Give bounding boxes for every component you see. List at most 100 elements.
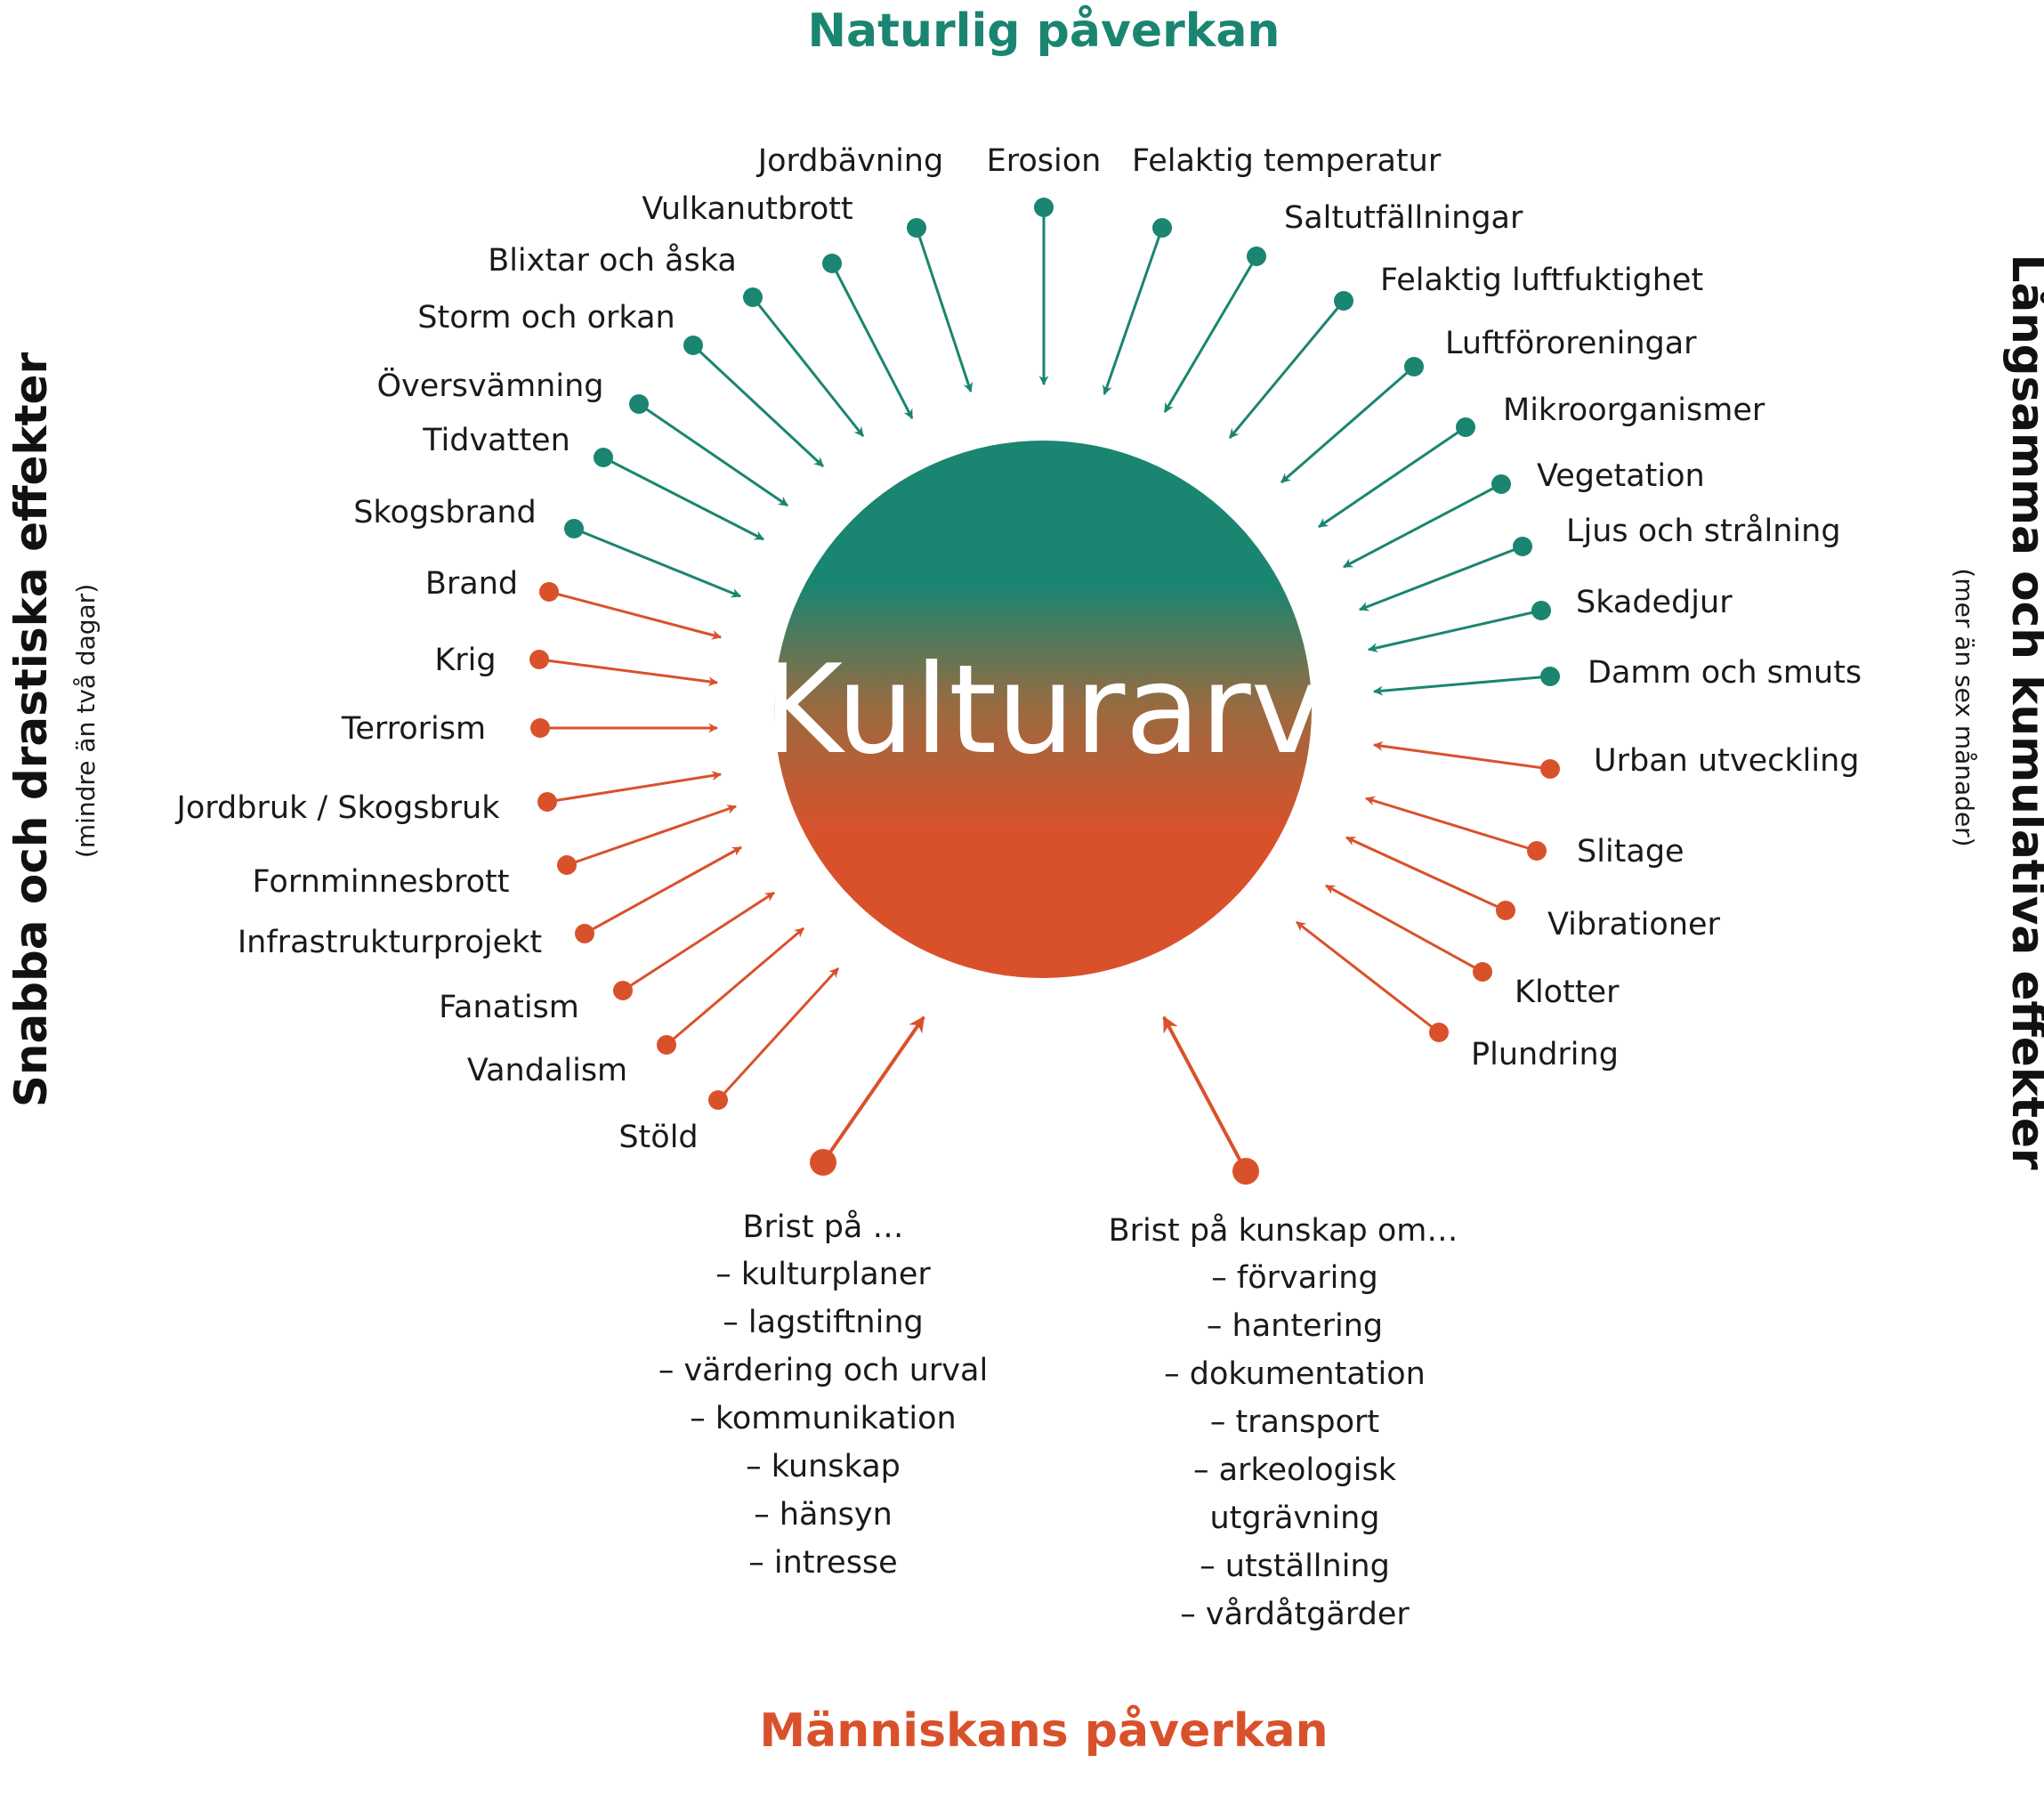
natural-factor: Ljus och strålning [1358, 513, 1841, 611]
factor-arrow [1228, 300, 1345, 439]
factor-dot [1247, 247, 1266, 266]
factor-arrow [1372, 675, 1551, 696]
human-factor: Infrastrukturprojekt [238, 845, 742, 960]
factor-arrow [548, 590, 723, 640]
factor-arrow [1345, 836, 1507, 912]
slow-effects-label: Långsamma och kumulativa effekter [2002, 254, 2044, 1169]
factor-arrow [830, 263, 914, 419]
natural-factor: Saltutfällningar [1163, 200, 1523, 413]
natural-factor: Tidvatten [422, 423, 764, 541]
factor-label: Jordbävning [756, 143, 943, 179]
factor-label: Storm och orkan [417, 300, 675, 336]
factor-label: Stöld [618, 1120, 698, 1155]
natural-factor: Damm och smuts [1372, 655, 1862, 696]
factor-label: Luftföroreningar [1445, 326, 1697, 361]
lack-of-item: – hänsyn [754, 1497, 893, 1533]
factor-arrow [538, 658, 719, 687]
factor-arrow [1318, 425, 1466, 529]
lack-of-item: – lagstiftning [723, 1305, 923, 1340]
factor-label: Jordbruk / Skogsbruk [175, 790, 501, 826]
factor-arrow [566, 805, 738, 867]
factor-label: Vulkanutbrott [642, 191, 852, 227]
factor-dot [539, 582, 559, 602]
factor-label: Klotter [1515, 975, 1620, 1010]
natural-factor: Översvämning [377, 367, 788, 507]
factor-dot [1496, 901, 1515, 920]
factor-arrow [691, 344, 825, 468]
factor-arrow [751, 296, 865, 437]
factor-dot [907, 218, 926, 238]
lack-of-knowledge-item: – hantering [1207, 1308, 1383, 1344]
natural-factor: Skadedjur [1367, 585, 1733, 653]
factor-label: Infrastrukturprojekt [238, 925, 542, 960]
human-factor: Stöld [618, 967, 840, 1155]
factor-label: Krig [434, 643, 496, 678]
natural-factor: Mikroorganismer [1318, 392, 1765, 529]
lack-of-knowledge-group: Brist på kunskap om… – förvaring – hante… [1109, 1015, 1458, 1632]
factor-dot [1513, 537, 1532, 556]
lack-of-knowledge-item: – transport [1210, 1404, 1379, 1440]
natural-factor: Vulkanutbrott [642, 191, 914, 419]
human-factor: Terrorism [341, 711, 719, 747]
factor-dot [1540, 759, 1560, 779]
factor-label: Felaktig luftfuktighet [1380, 263, 1703, 298]
human-factor: Krig [434, 643, 719, 687]
factor-arrow [1364, 796, 1538, 853]
factor-dot [657, 1035, 676, 1055]
human-factor: Klotter [1325, 884, 1620, 1010]
human-factor: Fornminnesbrott [253, 805, 738, 900]
factor-label: Fornminnesbrott [253, 864, 510, 900]
factor-label: Ljus och strålning [1566, 513, 1841, 549]
natural-factor: Luftföroreningar [1281, 326, 1697, 484]
factor-label: Felaktig temperatur [1132, 143, 1442, 179]
factor-dot [557, 855, 577, 875]
lack-of-knowledge-item: utgrävning [1210, 1501, 1380, 1536]
factor-arrow [622, 891, 775, 992]
human-factor: Fanatism [439, 891, 775, 1025]
factor-label: Vibrationer [1547, 907, 1721, 942]
natural-factor: Blixtar och åska [488, 242, 865, 437]
lack-of-heading: Brist på … [743, 1209, 904, 1245]
factor-arrow [716, 967, 840, 1102]
factor-arrow [1163, 255, 1258, 413]
lack-of-item: – kulturplaner [715, 1257, 931, 1292]
natural-factor: Vegetation [1343, 458, 1705, 569]
factor-dot [1152, 218, 1172, 238]
factor-arrow [638, 402, 788, 507]
human-factor: Jordbruk / Skogsbruk [175, 771, 723, 826]
factor-label: Vandalism [467, 1053, 627, 1088]
factor-dot [708, 1090, 728, 1110]
human-factor: Slitage [1364, 796, 1684, 870]
factor-arrow [546, 771, 723, 804]
heritage-circle [774, 441, 1312, 978]
human-factor: Vandalism [467, 926, 804, 1088]
factor-label: Tidvatten [422, 423, 570, 458]
factor-dot [1531, 601, 1551, 620]
factor-label: Mikroorganismer [1503, 392, 1765, 428]
factor-dot [613, 981, 633, 1000]
factor-dot [564, 519, 584, 538]
factor-arrow [1325, 884, 1483, 974]
factor-dot [629, 394, 649, 414]
heritage-label: Kulturarv [763, 638, 1324, 781]
lack-of-knowledge-item: – vårdåtgärder [1180, 1596, 1410, 1632]
factor-dot [1473, 962, 1492, 982]
factor-arrow [584, 845, 742, 935]
factor-arrow [1343, 482, 1502, 569]
factor-arrow [573, 527, 742, 598]
lack-of-knowledge-heading: Brist på kunskap om… [1109, 1212, 1458, 1249]
human-factor: Urban utveckling [1372, 740, 1860, 779]
factor-label: Damm och smuts [1588, 655, 1862, 691]
factor-label: Skogsbrand [353, 495, 537, 530]
factor-dot [1491, 474, 1511, 494]
factor-dot [529, 650, 549, 669]
factor-arrow [915, 227, 974, 393]
lack-of-knowledge-item: – förvaring [1211, 1260, 1377, 1296]
factor-dot [1429, 1023, 1449, 1042]
factor-arrow [602, 456, 764, 541]
lack-of-item: – intresse [748, 1545, 897, 1581]
factor-dot [530, 718, 550, 738]
factor-arrow [666, 926, 804, 1047]
factor-dot [575, 924, 594, 943]
